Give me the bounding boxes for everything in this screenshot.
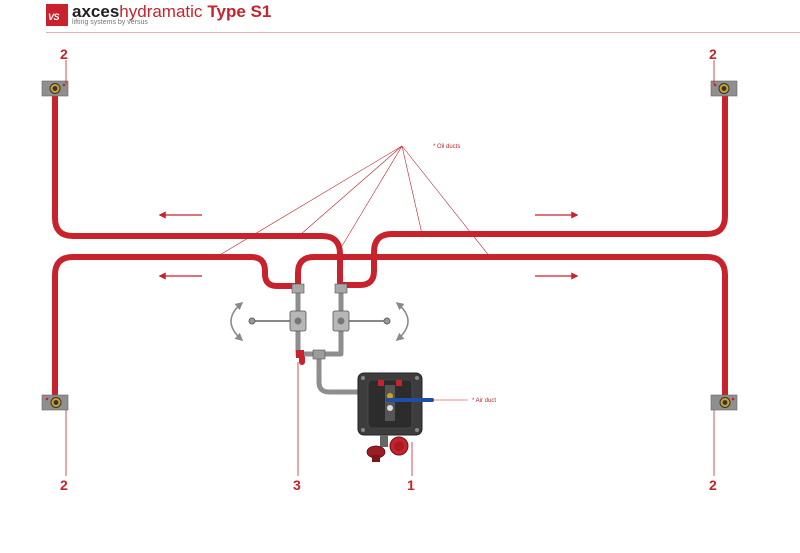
label-cylinder-br: 2 [709,477,717,493]
cylinder-bottom-right [710,394,738,411]
cylinder-top-left [41,80,69,97]
cylinder-bottom-left [41,394,69,411]
flow-arrows [158,211,579,280]
label-pump: 1 [407,477,415,493]
header-divider [46,32,800,33]
oil-duct-top-right [338,91,728,288]
brand-bold: axces [72,2,120,21]
oil-ducts-label: * Oil ducts [433,144,460,150]
label-cylinder-tl: 2 [60,46,68,62]
brand-tagline: lifting systems by versus [72,19,148,26]
oil-duct-lines [52,91,728,399]
oil-duct-top-left [52,91,343,289]
label-valve: 3 [293,477,301,493]
rotate-left-icon [230,301,244,342]
logo-letters: VS [48,12,60,22]
cylinder-top-right [710,80,738,97]
brand-type: Type S1 [207,2,272,21]
valve-block [230,283,409,395]
air-duct-label: * Air duct [472,398,496,404]
oil-duct-bottom-right [295,254,728,399]
oil-ducts-leaders [217,145,491,258]
label-cylinder-bl: 2 [60,477,68,493]
brand-logo: VS [46,4,68,26]
label-cylinder-tr: 2 [709,46,717,62]
part-leaders [65,60,715,476]
rotate-right-icon [395,301,409,342]
brand-light: hydramatic [119,2,203,21]
oil-duct-bottom-left [52,254,299,399]
pump-unit [357,372,434,462]
